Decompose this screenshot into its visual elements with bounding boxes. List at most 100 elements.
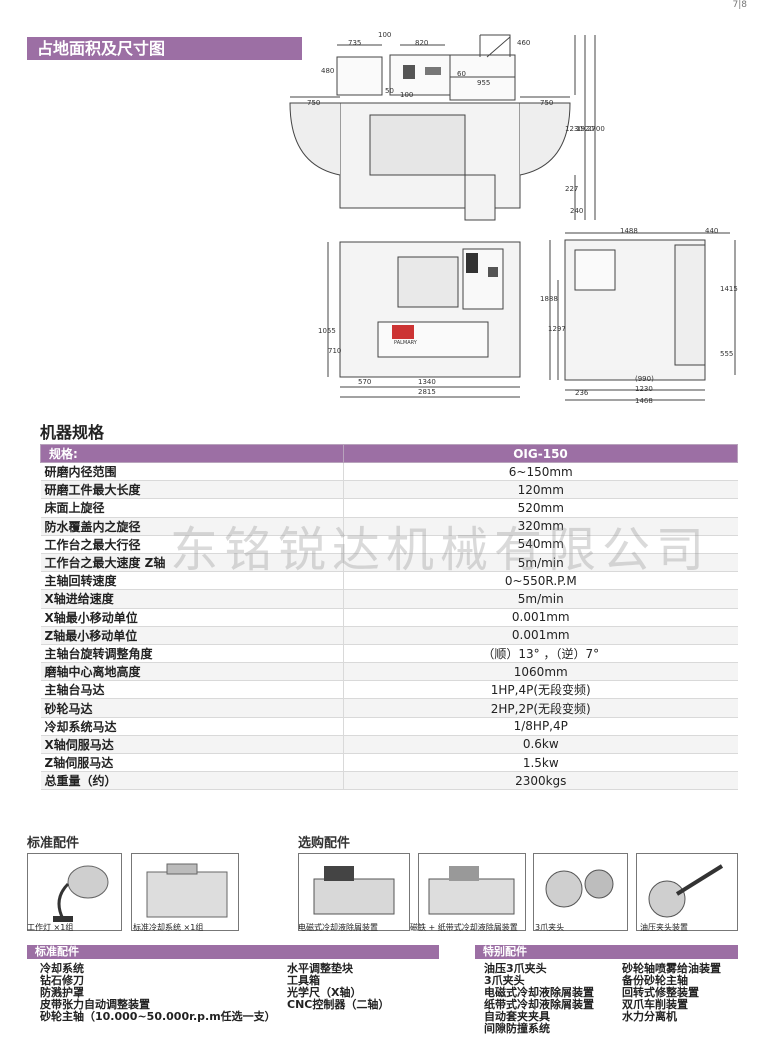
dim-480: 480 [321,67,335,75]
table-row: 主轴台旋转调整角度（顺）13° ，（逆）7° [40,644,738,664]
dim-750-right: 750 [540,99,554,107]
three-jaw-chuck-caption: 3爪夹头 [535,923,565,932]
standard-band: 标准配件 [27,945,439,959]
brand-logo-text: PALMARY [394,340,417,346]
dim-236: 236 [575,389,589,397]
spec-col-label: 规格: [40,444,344,463]
dim-750-left: 750 [307,99,321,107]
dim-1297: 1297 [548,325,566,333]
table-row: 总重量（约）2300kgs [40,771,738,791]
optional-accessories-title: 选购配件 [298,836,351,851]
hydraulic-chuck-photo [636,853,738,931]
spec-value: 5m/min [343,553,738,573]
dim-2815: 2815 [418,388,436,396]
standard-accessories-title: 标准配件 [27,836,80,851]
list-item: 纸带式冷却液除屑装置 [484,998,594,1011]
list-item: 工具箱 [287,974,320,987]
dim-440: 440 [705,227,719,235]
front-view-drawing: PALMARY 1055 710 570 1340 2815 [318,237,528,407]
coolant-system-caption: 标准冷却系统 ×1组 [133,923,204,932]
dim-1488: 1488 [620,227,638,235]
spec-value: 540mm [343,535,738,554]
spec-key: Z轴伺服马达 [40,753,344,773]
list-item: 电磁式冷却液除屑装置 [484,986,594,999]
special-list-col1: 油压3爪夹头 3爪夹头 电磁式冷却液除屑装置 纸带式冷却液除屑装置 自动套夹夹具… [484,963,594,1035]
dim-1230: 1230 [565,125,583,133]
dim-710: 710 [328,347,342,355]
standard-list-col1: 冷却系统 钻石修刀 防溅护罩 皮带张力自动调整装置 砂轮主轴（10.000~50… [40,963,276,1023]
dim-60: 60 [457,70,466,78]
spec-key: 研磨内径范围 [40,462,344,482]
dim-820: 820 [415,39,429,47]
spec-value: 2300kgs [343,771,738,791]
list-item: CNC控制器（二轴） [287,998,390,1011]
three-jaw-chuck-photo [533,853,628,931]
spec-value: 5m/min [343,589,738,609]
list-item: 防溅护罩 [40,986,84,999]
spec-key: 砂轮马达 [40,698,344,718]
spec-key: 冷却系统马达 [40,717,344,736]
list-item: 砂轮主轴（10.000~50.000r.p.m任选一支） [40,1010,276,1023]
spec-value: 1.5kw [343,753,738,773]
paper-separator-caption: 磁铁 + 纸带式冷却液除屑装置 [410,923,518,932]
spec-key: 主轴台马达 [40,680,344,700]
spec-key: 工作台之最大速度 Z轴 [40,553,344,573]
spec-value: 0~550R.P.M [343,571,738,591]
special-list-col2: 砂轮轴喷雾给油装置 备份砂轮主轴 回转式修整装置 双爪车削装置 水力分离机 [622,963,721,1023]
dim-1888: 1888 [540,295,558,303]
spec-key: 主轴回转速度 [40,571,344,591]
spec-key: X轴进给速度 [40,589,344,609]
spec-value: 520mm [343,498,738,518]
dim-227: 227 [565,185,579,193]
spec-col-model: OIG-150 [343,444,738,463]
list-item: 皮带张力自动调整装置 [40,998,150,1011]
dim-735: 735 [348,39,362,47]
spec-key: 总重量（约） [40,771,344,791]
spec-value: 2HP,2P(无段变频) [343,698,738,718]
list-item: 光学尺（X轴） [287,986,362,999]
spec-key: 防水覆盖内之旋径 [40,517,344,536]
dim-2700: 2700 [587,125,605,133]
spec-value: 1/8HP,4P [343,717,738,736]
coolant-system-photo [131,853,239,931]
spec-value: 320mm [343,517,738,536]
paper-separator-photo [418,853,526,931]
dim-990: (990) [635,375,654,383]
spec-value: 0.6kw [343,735,738,755]
dim-1468: 1468 [635,397,653,405]
work-lamp-caption: 工作灯 ×1组 [27,923,74,932]
spec-heading: 机器规格 [40,423,105,442]
dim-460: 460 [517,39,531,47]
magnetic-separator-photo [298,853,410,931]
dim-240: 240 [570,207,584,215]
list-item: 备份砂轮主轴 [622,974,688,987]
page-number: 7|8 [732,0,747,10]
spec-key: 磨轴中心离地高度 [40,662,344,682]
list-item: 自动套夹夹具 [484,1010,550,1023]
work-lamp-photo [27,853,122,931]
spec-header-row: 规格: OIG-150 [40,444,738,463]
list-item: 砂轮轴喷雾给油装置 [622,962,721,975]
dim-1415: 1415 [720,285,738,293]
spec-value: 6~150mm [343,462,738,482]
spec-value: （顺）13° ，（逆）7° [343,644,738,664]
list-item: 钻石修刀 [40,974,84,987]
spec-key: 研磨工件最大长度 [40,480,344,500]
spec-key: 工作台之最大行径 [40,535,344,554]
dim-100b: 100 [400,91,414,99]
